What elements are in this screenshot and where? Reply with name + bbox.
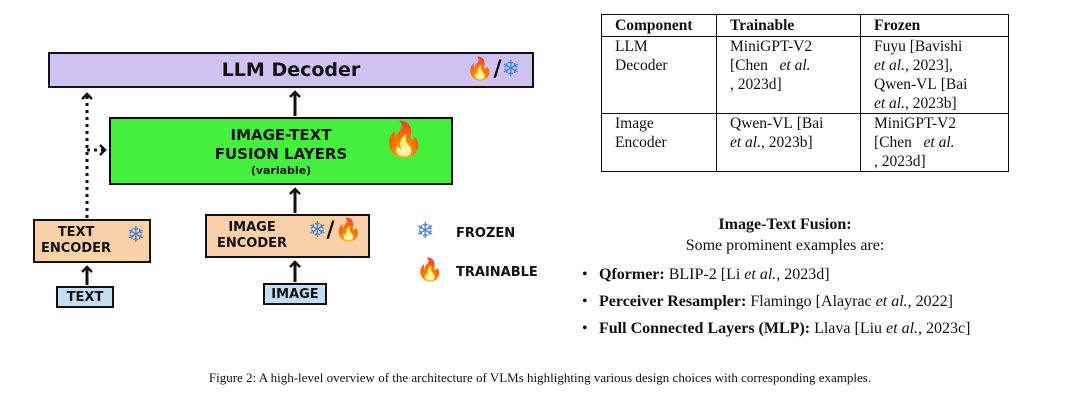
table-header-component: Component <box>601 14 717 37</box>
bullet-icon: • <box>582 320 588 337</box>
citation-etal: et al. <box>886 320 919 337</box>
architecture-diagram: LLM Decoder 🔥/❄ IMAGE-TEXT FUSION LAYERS… <box>0 0 590 330</box>
list-item: •Perceiver Resampler: Flamingo [Alayrac … <box>582 293 970 320</box>
table-cell-component: Image Encoder <box>601 113 717 172</box>
citation-etal: et al. <box>923 134 955 151</box>
llm-decoder-icons: 🔥/❄ <box>466 57 520 82</box>
text-encoder-line1: TEXT <box>57 225 95 240</box>
model-name: Qwen-VL <box>730 115 793 132</box>
fusion-label-line2: FUSION LAYERS <box>214 144 348 163</box>
llm-decoder-slash: / <box>493 57 502 82</box>
flame-icon: 🔥 <box>466 57 494 82</box>
citation-etal: et al. <box>874 95 905 112</box>
image-encoder-line1: IMAGE <box>228 220 276 235</box>
diagram-arrows <box>81 90 301 285</box>
fusion-method-label: Full Connected Layers (MLP): <box>599 320 811 337</box>
citation-etal: et al. <box>744 266 777 283</box>
table-row: LLM Decoder MiniGPT-V2 [Chen et al. , 20… <box>601 36 1009 114</box>
flame-icon: 🔥 <box>416 258 444 283</box>
image-encoder-slash: / <box>326 218 335 243</box>
component-name-line: Decoder <box>615 57 668 74</box>
model-name: MiniGPT-V2 <box>874 115 957 132</box>
snowflake-icon: ❄ <box>501 57 520 82</box>
fusion-example-text: BLIP-2 [Li <box>668 266 741 283</box>
legend-trainable-label: TRAINABLE <box>456 265 538 280</box>
image-encoder-line2: ENCODER <box>217 236 288 251</box>
citation-year: , 2023b] <box>761 134 813 151</box>
model-name: Qwen-VL <box>874 76 937 93</box>
citation-year: , 2023d] <box>874 153 926 170</box>
table-cell-frozen: Fuyu [Bavishi et al., 2023], Qwen-VL [Ba… <box>860 36 1009 114</box>
table-cell-trainable: Qwen-VL [Bai et al., 2023b] <box>716 113 861 172</box>
citation-year: , 2023d] <box>730 76 782 93</box>
citation-year: , 2023], <box>905 57 953 74</box>
fusion-method-label: Perceiver Resampler: <box>599 293 747 310</box>
model-name: Fuyu <box>874 38 906 55</box>
component-name-line: Image <box>615 115 654 132</box>
image-encoder-box: IMAGE ENCODER ❄/🔥 <box>205 214 370 258</box>
citation-etal: et al. <box>875 293 908 310</box>
bullet-icon: • <box>582 293 588 310</box>
table-header-row: Component Trainable Frozen <box>601 14 1009 37</box>
fusion-example-text: Llava [Liu <box>814 320 883 337</box>
citation-etal: et al. <box>730 134 761 151</box>
flame-icon: 🔥 <box>382 120 425 160</box>
bullet-icon: • <box>582 266 588 283</box>
text-input-box: TEXT <box>56 286 114 308</box>
text-encoder-line2: ENCODER <box>41 241 112 256</box>
citation-text: [Chen <box>874 134 912 151</box>
fusion-label-line1: IMAGE-TEXT <box>230 125 332 144</box>
fusion-method-label: Qformer: <box>599 266 665 283</box>
citation-text: [Chen <box>730 57 768 74</box>
citation-year: , 2023b] <box>905 95 957 112</box>
citation-text: [Bai <box>940 76 968 93</box>
table-cell-frozen: MiniGPT-V2 [Chen et al. , 2023d] <box>860 113 1009 172</box>
fusion-section-title: Image-Text Fusion: <box>718 216 852 233</box>
table-cell-trainable: MiniGPT-V2 [Chen et al. , 2023d] <box>716 36 861 114</box>
fusion-label-variable: (variable) <box>250 163 312 177</box>
flame-icon: 🔥 <box>334 218 362 243</box>
image-input-box: IMAGE <box>263 283 327 305</box>
table-header-trainable: Trainable <box>716 14 861 37</box>
model-name: MiniGPT-V2 <box>730 38 813 55</box>
snowflake-icon: ❄ <box>308 218 327 243</box>
fusion-example-text: Flamingo [Alayrac <box>750 293 872 310</box>
fusion-examples-list: •Qformer: BLIP-2 [Li et al., 2023d] •Per… <box>582 266 970 347</box>
list-item: • Full Connected Layers (MLP): Llava [Liu… <box>582 320 970 347</box>
citation-text: [Bavishi <box>909 38 963 55</box>
text-encoder-box: TEXT ENCODER ❄ <box>33 219 151 263</box>
list-item: • Qformer: BLIP-2 [Li et al., 2023d] <box>582 266 970 293</box>
component-name-line: LLM <box>615 38 648 55</box>
snowflake-icon: ❄ <box>126 223 145 248</box>
citation-year: , 2023d] <box>776 266 830 283</box>
table-header-frozen: Frozen <box>860 14 1009 37</box>
citation-year: , 2023c] <box>918 320 971 337</box>
llm-decoder-box: LLM Decoder 🔥/❄ <box>48 52 534 88</box>
fusion-section-subtitle: Some prominent examples are: <box>685 237 885 254</box>
citation-year: , 2022] <box>907 293 953 310</box>
image-encoder-icons: ❄/🔥 <box>308 220 362 242</box>
citation-etal: et al. <box>874 57 905 74</box>
components-table: Component Trainable Frozen LLM Decoder M… <box>601 14 1009 172</box>
citation-etal: et al. <box>779 57 811 74</box>
image-text-fusion-box: IMAGE-TEXT FUSION LAYERS (variable) 🔥 <box>109 117 453 185</box>
snowflake-icon: ❄ <box>416 219 435 244</box>
table-cell-component: LLM Decoder <box>601 36 717 114</box>
legend-frozen-label: FROZEN <box>456 226 516 241</box>
table-row: Image Encoder Qwen-VL [Bai et al., 2023b… <box>601 113 1009 172</box>
llm-decoder-label: LLM Decoder <box>221 59 361 81</box>
citation-text: [Bai <box>796 115 824 132</box>
component-name-line: Encoder <box>615 134 667 151</box>
figure-caption: Figure 2: A high-level overview of the a… <box>208 370 872 385</box>
